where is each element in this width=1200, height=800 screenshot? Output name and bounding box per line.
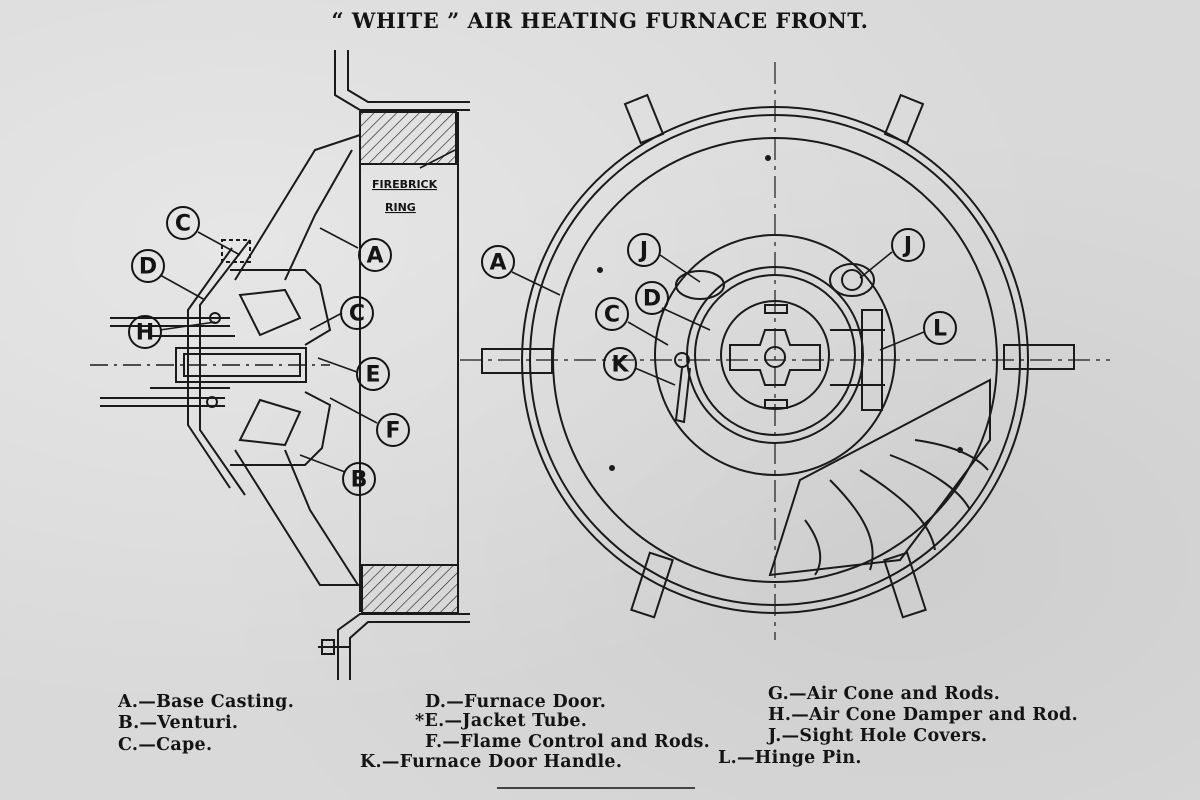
callout-c-front-circle — [595, 297, 629, 331]
side-section-view — [90, 50, 470, 680]
diagram-title: “ WHITE ” AIR HEATING FURNACE FRONT. — [331, 8, 869, 33]
sight-hole-cover-right — [829, 263, 875, 297]
callout-j-right-circle — [891, 228, 925, 262]
legend-e: *E.—Jacket Tube. — [415, 711, 588, 731]
callout-b: B — [351, 468, 368, 493]
callout-j-left: J — [638, 239, 648, 264]
sight-hole-cover-left — [675, 270, 725, 300]
callout-d-front: D — [643, 287, 661, 312]
leader-lines — [159, 149, 925, 473]
callout-j-left-circle — [627, 233, 661, 267]
callout-d-front-circle — [635, 281, 669, 315]
callout-f-circle — [376, 413, 410, 447]
furnace-door-handle — [674, 352, 690, 368]
lug-left — [481, 348, 553, 374]
callout-b-circle — [342, 462, 376, 496]
callout-k: K — [611, 353, 629, 378]
callout-l-circle — [923, 311, 957, 345]
callout-d-side-circle — [131, 249, 165, 283]
legend-b: B.—Venturi. — [118, 713, 239, 733]
legend-c: C.—Cape. — [118, 735, 213, 755]
callout-c-side: C — [175, 212, 191, 237]
legend-k: K.—Furnace Door Handle. — [360, 752, 623, 772]
firebrick-label: FIREBRICK — [372, 178, 438, 191]
legend-j: J.—Sight Hole Covers. — [768, 726, 988, 746]
callout-k-circle — [603, 347, 637, 381]
firebrick-ring-bottom — [361, 564, 459, 614]
callout-e-circle — [356, 357, 390, 391]
callout-circles — [128, 206, 957, 496]
lug-bottom-left — [630, 551, 674, 619]
lug-bottom-right — [883, 551, 927, 619]
callout-h: H — [136, 321, 154, 346]
front-view — [460, 62, 1110, 640]
firebrick-ring-label: RING — [385, 201, 416, 214]
lug-right — [1003, 344, 1075, 370]
legend-a: A.—Base Casting. — [118, 692, 295, 712]
callout-c-side-circle — [166, 206, 200, 240]
legend-g: G.—Air Cone and Rods. — [768, 684, 1001, 704]
callout-a-front: A — [489, 251, 506, 276]
legend-d: D.—Furnace Door. — [425, 692, 607, 712]
callout-a-front-circle — [481, 245, 515, 279]
legend-h: H.—Air Cone Damper and Rod. — [768, 705, 1078, 725]
callout-j-right: J — [902, 234, 912, 259]
callout-a-side: A — [366, 244, 383, 269]
firebrick-ring-top — [359, 111, 457, 165]
legend-l: L.—Hinge Pin. — [718, 748, 862, 768]
legend-f: F.—Flame Control and Rods. — [425, 732, 711, 752]
callout-c-front: C — [604, 303, 620, 328]
callout-f: F — [385, 419, 400, 444]
callout-e: E — [365, 363, 380, 388]
callout-c-side2: C — [349, 302, 365, 327]
lug-top-left — [623, 93, 665, 145]
callout-c-side2-circle — [340, 296, 374, 330]
callout-a-side-circle — [358, 238, 392, 272]
callout-d-side: D — [139, 255, 157, 280]
lug-top-right — [883, 93, 925, 145]
callout-l: L — [933, 317, 947, 342]
callout-h-circle — [128, 315, 162, 349]
